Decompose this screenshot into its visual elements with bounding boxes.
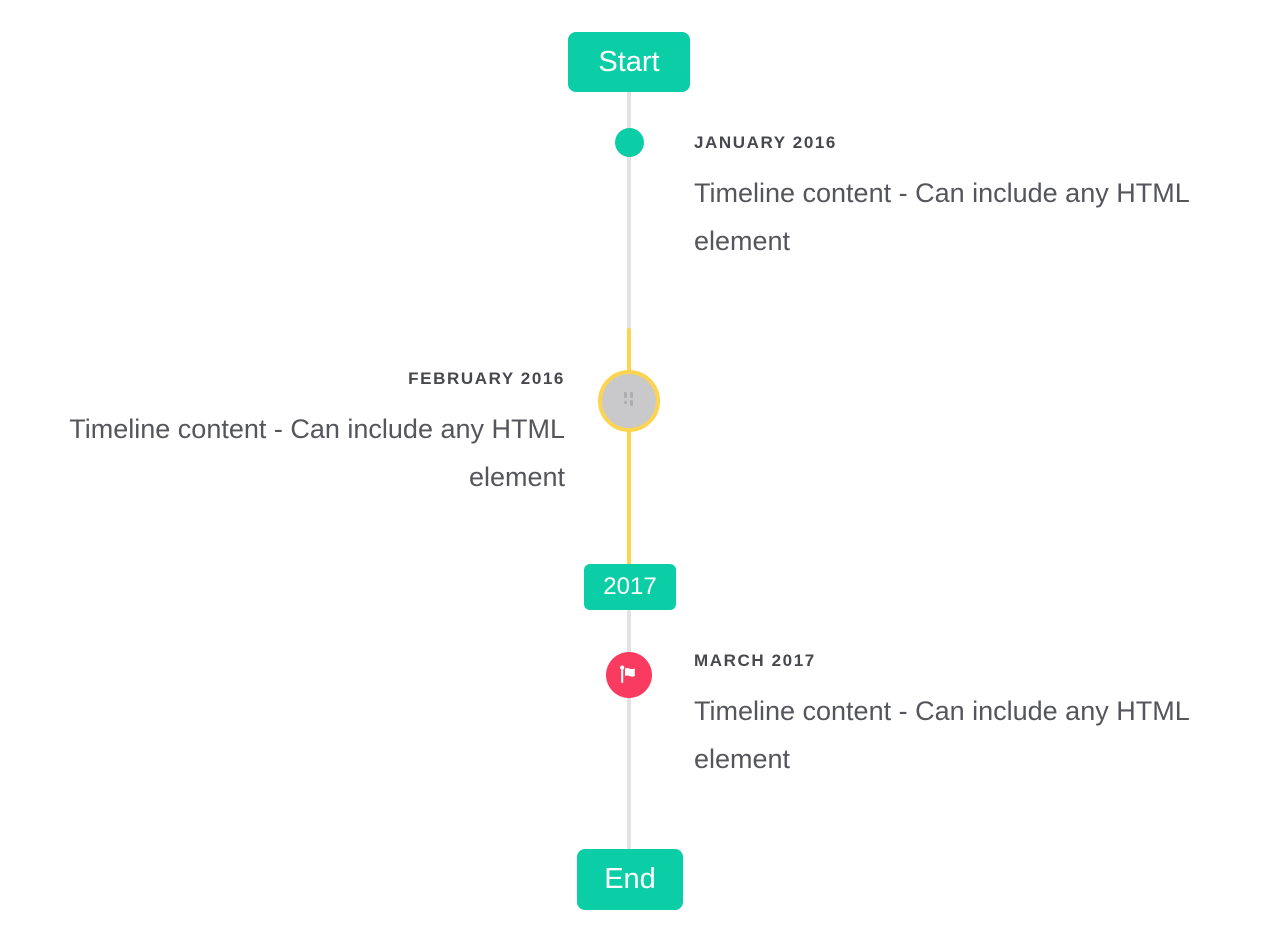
pixelated-glyph-icon [621,391,637,412]
entry-title-february: FEBRUARY 2016 [408,369,565,388]
entry-title-january: JANUARY 2016 [694,133,837,152]
entry-title-march: MARCH 2017 [694,651,816,670]
entry-content-february: Timeline content - Can include any HTML … [69,414,565,492]
timeline-start-plate: Start [568,32,690,92]
timeline-end-label: End [604,863,656,895]
timeline-line-bottom [627,610,631,850]
timeline-entry-january: JANUARY 2016 Timeline content - Can incl… [694,132,1222,265]
timeline-line-highlighted [627,328,631,567]
timeline-marker-flag-march [606,652,652,698]
timeline-marker-circle-february [598,370,660,432]
timeline-year-label: 2017 [603,573,657,600]
timeline-entry-march: MARCH 2017 Timeline content - Can includ… [694,650,1222,783]
entry-content-january: Timeline content - Can include any HTML … [694,178,1189,256]
timeline-entry-february: FEBRUARY 2016 Timeline content - Can inc… [37,368,565,501]
timeline-line-top [627,91,631,330]
timeline-end-plate: End [577,849,683,910]
entry-content-march: Timeline content - Can include any HTML … [694,696,1189,774]
timeline-year-plate: 2017 [584,564,676,610]
timeline-marker-dot-january [615,128,644,157]
timeline-start-label: Start [598,45,660,78]
flag-icon [617,663,641,687]
